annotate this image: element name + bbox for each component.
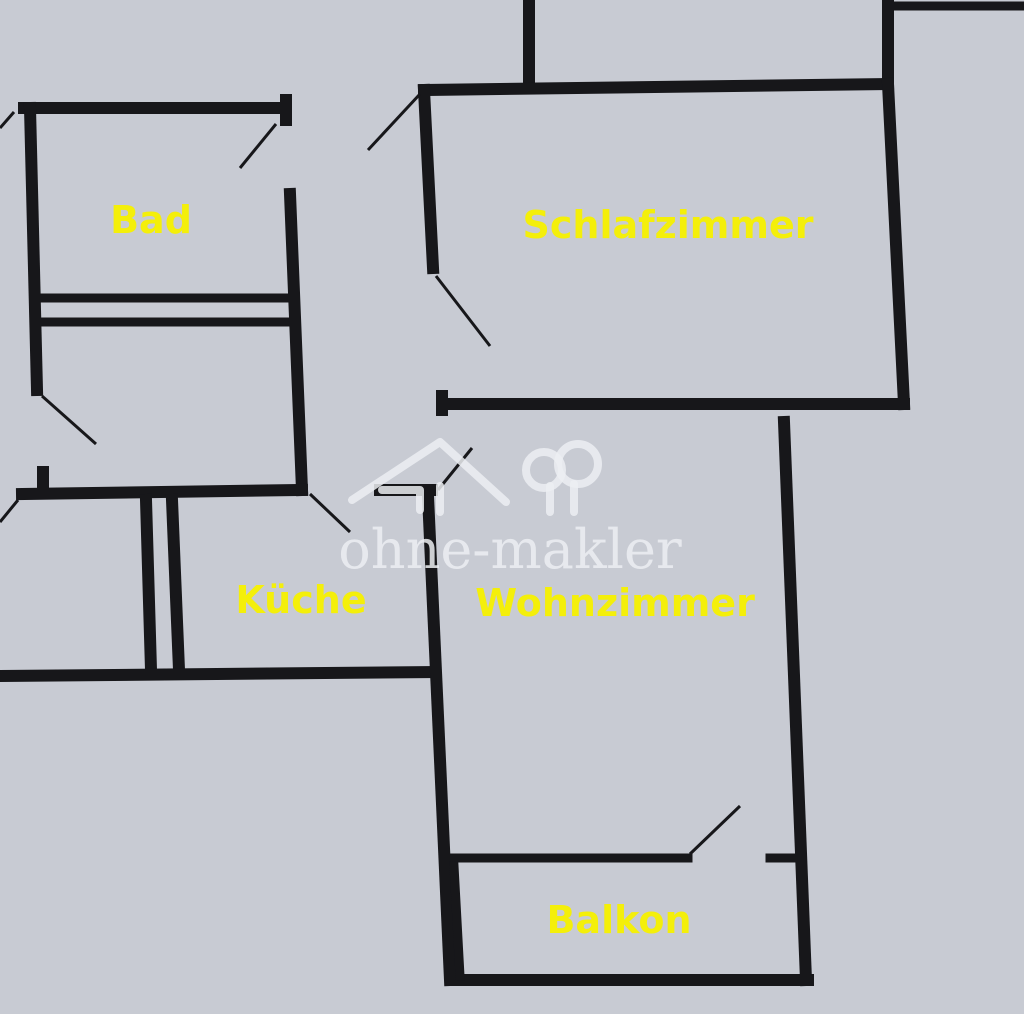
top-walls: [523, 0, 1024, 90]
house-and-tree-logo: [348, 438, 602, 516]
balkon-walls: [446, 861, 814, 986]
wohnzimmer-walls: [421, 415, 813, 987]
watermark-text: ohne-makler: [338, 518, 682, 581]
room-label-wohnzimmer: Wohnzimmer: [475, 581, 755, 625]
schlafzimmer-walls: [366, 77, 911, 416]
room-label-kueche: Küche: [235, 578, 366, 622]
room-label-balkon: Balkon: [546, 898, 691, 942]
room-label-schlafzimmer: Schlafzimmer: [523, 203, 814, 247]
kueche-walls: [0, 466, 439, 683]
bad-room-walls: [0, 94, 309, 497]
room-label-bad: Bad: [110, 198, 192, 242]
